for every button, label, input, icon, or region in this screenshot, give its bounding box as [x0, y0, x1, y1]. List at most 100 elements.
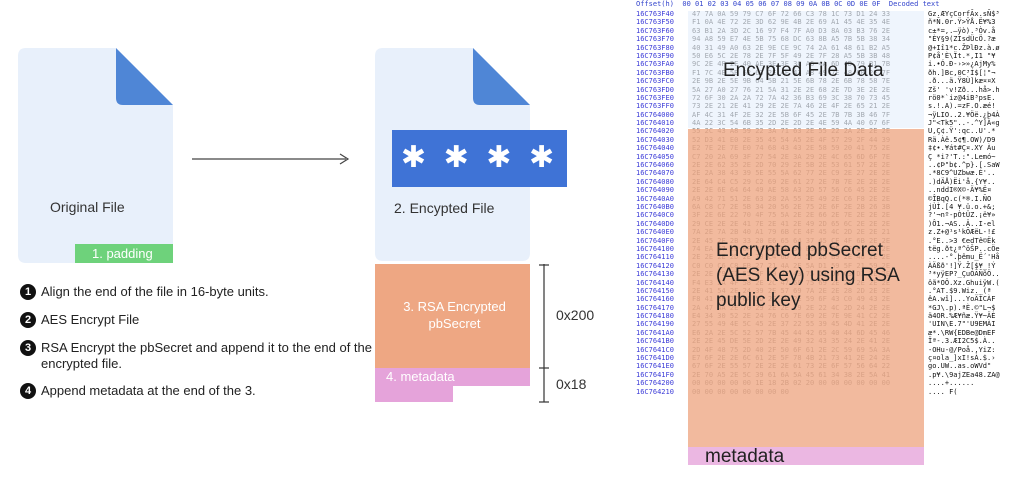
hex-bytes: 9C 2E 4F 2E 40 AE 3E 3E 3C A6 4A 6D 4D 7… [692, 60, 891, 69]
hex-offset: 16C764210 [636, 387, 674, 396]
encrypted-file-label: 2. Encypted File [394, 200, 495, 216]
hex-offset: 16C763FF0 [636, 102, 674, 111]
hex-decoded: .p¥.\9ajZEa48.ZA@ [928, 370, 1000, 379]
hex-decoded: .... F( [928, 387, 958, 396]
hex-decoded: z.Z+@¹s¹kÕÆëL-!£ [928, 228, 996, 237]
hex-bytes: 47 7A 0A 59 79 C7 6F 72 66 C3 78 1C 73 D… [692, 10, 891, 18]
hex-offset: 16C764030 [636, 135, 674, 144]
hex-row: 16C763F70 94 A8 59 E7 4E 5B 75 68 DC 63 8… [636, 35, 1022, 43]
hex-offset: 16C763FB0 [636, 68, 674, 77]
hex-decoded: P¢å'È\Ït.*,I1 "¥ [928, 51, 996, 60]
hex-bytes: 63 B1 2A 3D 2C 16 97 F4 7F A0 D3 8A 03 B… [692, 26, 891, 35]
hex-offset: 16C763FD0 [636, 85, 674, 94]
hex-offset: 16C7640B0 [636, 202, 674, 211]
rsa-key-overlay [688, 129, 924, 447]
hex-row: 16C764000 AF 4C 31 4F 2E 32 2E 5B 6F 45 2… [636, 111, 1022, 119]
hex-offset: 16C7641C0 [636, 345, 674, 354]
size-meta: 0x18 [556, 376, 587, 392]
hex-header: Offset(h) 00 01 02 03 04 05 06 07 08 09 … [636, 0, 940, 8]
rsa-encrypted-block: 3. RSA Encrypted pbSecret [375, 264, 530, 368]
process-arrow [192, 152, 352, 171]
file-icon [18, 48, 173, 263]
hex-decoded: æ*.\RW{EDBe@DmEF [928, 328, 996, 337]
hex-decoded: .ð...ä.Ÿ8Ù]kæ¤¤X [928, 77, 996, 86]
step-number: 4 [20, 383, 36, 399]
step-number: 3 [20, 340, 36, 356]
hex-row: 16C763FF0 73 2E 21 2E 41 29 2E 2E 7A 46 2… [636, 102, 1022, 110]
hex-offset: 16C764100 [636, 244, 674, 253]
hex-offset: 16C7640A0 [636, 194, 674, 203]
hex-decoded: )Ô1.¬AS..Ä..I-el [928, 219, 996, 228]
hex-bytes: 2E 9B 2E 5E 9B 64 5B 21 5E 6B 78 2E 6B 7… [692, 77, 891, 86]
hex-decoded: ñ*Ñ.0r.Ÿ>ŸÅ.Ë¥%3 [928, 18, 996, 27]
hex-bytes: AF 4C 31 4F 2E 32 2E 5B 6F 45 2E 7B 7B 3… [692, 110, 891, 119]
hex-offset: 16C7640D0 [636, 219, 674, 228]
hex-offset: 16C7641E0 [636, 362, 674, 371]
hex-offset: 16C7640C0 [636, 211, 674, 220]
step-text: Append metadata at the end of the 3. [41, 383, 256, 398]
hex-offset: 16C763F40 [636, 10, 674, 18]
hex-decoded: .°AT.$9.Wiz._(ª [928, 286, 992, 295]
hex-offset: 16C763FC0 [636, 77, 674, 86]
hex-bytes: 73 2E 21 2E 41 29 2E 2E 7A 46 2E 4F 2E 6… [692, 102, 891, 111]
hex-decoded: ..nddI®X©-Ä¥%Ë¤ [928, 186, 992, 195]
hex-offset: 16C7641F0 [636, 370, 674, 379]
hex-decoded: Gz.ÆYçCorfÃx.sÑ$³ [928, 10, 1000, 18]
hex-offset: 16C763FE0 [636, 93, 674, 102]
hex-offset: 16C764040 [636, 144, 674, 153]
hex-bytes: F1 0A 4E 72 2E 3D 62 9E 4B 2E 69 A1 45 4… [692, 18, 891, 27]
hex-decoded: ..¢Þ"b¢.^p}.[.SaW [928, 161, 1000, 170]
step-text: Align the end of the file in 16-byte uni… [41, 284, 269, 299]
hex-offset: 16C764130 [636, 270, 674, 279]
hex-offset: 16C764000 [636, 110, 674, 119]
hex-bytes: 5A 27 A0 27 76 21 5A 31 2E 2E 68 2E 7D 3… [692, 85, 891, 94]
arrow-right-icon [192, 153, 350, 165]
hex-bytes: 50 E6 5C 2E 78 2E 7F 5F 49 2E 7F 28 A5 5… [692, 51, 891, 60]
hex-decoded: ....-°.þêmu_Ë´'Hå [928, 253, 1000, 262]
encrypted-data-label: Encypted File Data [723, 60, 884, 81]
hex-decoded: .)dÄÅ)Ëi'å.{Y¥.. [928, 177, 996, 186]
hex-offset: 16C7641B0 [636, 337, 674, 346]
hex-offset: 16C764020 [636, 127, 674, 136]
hex-offset: 16C764080 [636, 177, 674, 186]
hex-bytes: 40 31 49 A0 63 2E 9E CE 9C 74 2A 61 48 6… [692, 43, 891, 52]
hex-offset: 16C7641D0 [636, 354, 674, 363]
hex-decoded: go.UW..as.oWVd" [928, 362, 992, 371]
metadata-overlay [688, 447, 924, 465]
step-number: 2 [20, 312, 36, 328]
hex-decoded: ....+...... [928, 379, 975, 388]
hex-offset: 16C764060 [636, 161, 674, 170]
hex-decoded: s.!.A).=zF.O.æé! [928, 102, 996, 111]
padding-block: 1. padding [75, 244, 173, 263]
hex-offset: 16C764170 [636, 303, 674, 312]
hex-decoded: jÙÌ.[4 ¥.ü.o.+&; [928, 202, 996, 211]
hex-row: 16C763FA0 9C 2E 4F 2E 40 AE 3E 3E 3C A6 4… [636, 60, 1022, 68]
hex-decoded: "ÈY§9(ZIsdÜcÖ.?æ [928, 35, 996, 44]
padding-label: 1. padding [92, 246, 153, 261]
hex-decoded: Ïª-.3.ÆI2C5$.À.. [928, 337, 996, 346]
hex-bytes: 94 A8 59 E7 4E 5B 75 68 DC 63 8B A5 7B 5… [692, 35, 891, 44]
hex-offset: 16C764090 [636, 186, 674, 195]
size-rsa: 0x200 [556, 307, 595, 323]
hex-decoded: ä4OR.%Æ¥ñæ.Ÿ¥~ÄÈ [928, 312, 996, 321]
metadata-block: 4. metadata [375, 368, 530, 386]
hex-decoded: i.•Ó.Ð-›>»¿AjMy% [928, 60, 996, 69]
hex-decoded: @+Iî1*c.ŽÞlÐz.à.ø [928, 43, 1000, 52]
hex-offset: 16C763F80 [636, 43, 674, 52]
hex-offset: 16C763F70 [636, 35, 674, 44]
hex-offset: 16C764120 [636, 261, 674, 270]
hex-offset: 16C764140 [636, 278, 674, 287]
hex-decoded: ç¤ola_]xI!sÀ.$.› [928, 354, 996, 363]
hex-row: 16C763FC0 2E 9B 2E 5E 9B 64 5B 21 5E 6B 7… [636, 77, 1022, 85]
hex-row: 16C763F40 47 7A 0A 59 79 C7 6F 72 66 C3 7… [636, 10, 1022, 18]
step-number: 1 [20, 284, 36, 300]
password-mask-block: ✱ ✱ ✱ ✱ [392, 130, 567, 187]
hex-offset: 16C763FA0 [636, 60, 674, 69]
hex-decoded: tëg.ðt¿ª^öŠP..cÖe [928, 244, 1000, 253]
encrypted-data-overlay [688, 11, 924, 128]
